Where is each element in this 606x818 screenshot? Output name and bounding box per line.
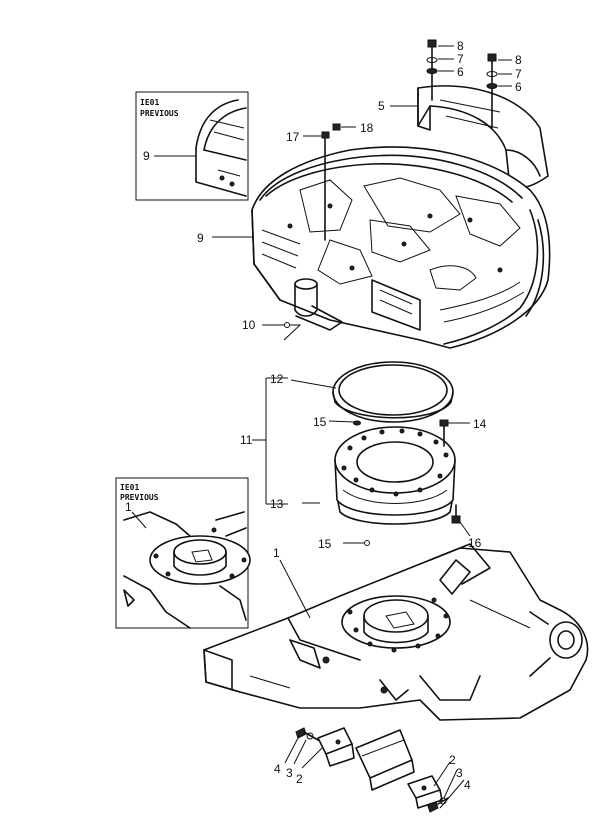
callout-4-left: 4	[274, 762, 281, 776]
callout-13: 13	[270, 497, 284, 511]
callout-12: 12	[270, 372, 284, 386]
callout-18: 18	[360, 121, 374, 135]
bolt-18	[332, 123, 341, 131]
upper-inset-title-1: IE01	[140, 98, 159, 107]
lower-inset: IE01 PREVIOUS 1	[115, 477, 251, 629]
callout-16: 16	[468, 536, 482, 550]
callout-8-right: 8	[515, 53, 522, 67]
track-frame	[203, 543, 589, 721]
lower-inset-title-2: PREVIOUS	[120, 493, 159, 502]
callout-7-right: 7	[515, 67, 522, 81]
counterweight	[417, 85, 549, 190]
callout-8-left: 8	[457, 39, 464, 53]
bolt-15-upper	[353, 420, 361, 426]
step-bracket-left	[295, 727, 355, 767]
callout-6-left: 6	[457, 65, 464, 79]
bolt-group-right	[486, 53, 498, 129]
bolt-17	[321, 131, 330, 241]
seal-ring-12	[332, 361, 454, 423]
callout-9-main: 9	[197, 231, 204, 245]
upper-inset-title-2: PREVIOUS	[140, 109, 179, 118]
callout-9-inset: 9	[143, 149, 150, 163]
callout-15-upper: 15	[313, 415, 327, 429]
upper-inset: IE01 PREVIOUS 9	[135, 91, 249, 201]
bolt-group-left	[426, 39, 438, 101]
callout-2-left: 2	[296, 772, 303, 786]
step-plate	[355, 729, 415, 791]
bolt-16	[451, 504, 461, 524]
lower-inset-frame-detail	[123, 511, 251, 629]
callout-11: 11	[240, 433, 253, 447]
callout-3-right: 3	[456, 766, 463, 780]
callout-6-right: 6	[515, 80, 522, 94]
step-bracket-right	[407, 775, 449, 813]
callout-17: 17	[286, 130, 300, 144]
upper-inset-frame-detail	[195, 99, 247, 197]
callout-3-left: 3	[286, 766, 293, 780]
callout-10: 10	[242, 318, 256, 332]
upper-inset-frame	[135, 91, 249, 201]
callout-5: 5	[378, 99, 385, 113]
callout-14: 14	[473, 417, 487, 431]
lower-inset-title-1: IE01	[120, 483, 139, 492]
callout-1-inset: 1	[125, 500, 132, 514]
callout-1-main: 1	[273, 546, 280, 560]
callout-2-right: 2	[449, 753, 456, 767]
swing-circle	[334, 426, 456, 525]
callout-15-lower: 15	[318, 537, 332, 551]
callout-7-left: 7	[457, 52, 464, 66]
callout-4-right: 4	[464, 778, 471, 792]
revolving-frame	[251, 146, 551, 349]
